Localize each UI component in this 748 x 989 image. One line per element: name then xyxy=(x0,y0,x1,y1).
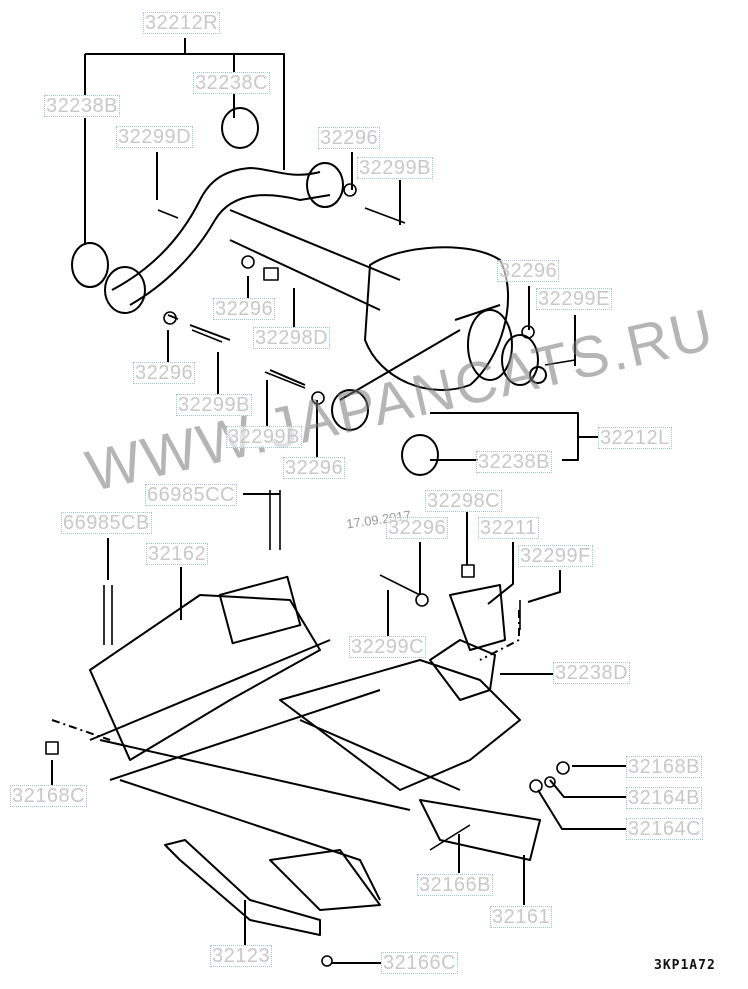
part-label[interactable]: 32238B xyxy=(44,95,120,117)
part-label[interactable]: 32162 xyxy=(146,543,209,565)
part-label[interactable]: 32238C xyxy=(193,72,271,94)
part-label[interactable]: 32296 xyxy=(318,127,381,149)
part-label[interactable]: 32166C xyxy=(381,952,459,974)
part-label[interactable]: 32212R xyxy=(143,12,221,34)
part-label[interactable]: 32238D xyxy=(553,662,631,684)
part-label[interactable]: 32211 xyxy=(478,517,539,539)
part-label[interactable]: 32123 xyxy=(210,945,273,967)
part-label[interactable]: 32166B xyxy=(417,874,493,896)
part-label[interactable]: 32212L xyxy=(598,427,672,449)
bolts-and-nuts xyxy=(45,183,576,967)
part-label[interactable]: 66985CC xyxy=(145,484,238,506)
part-label[interactable]: 32164C xyxy=(626,818,704,840)
part-label[interactable]: 32296 xyxy=(283,457,346,479)
part-label[interactable]: 32296 xyxy=(497,260,560,282)
part-label[interactable]: 32299B xyxy=(226,426,302,448)
part-label[interactable]: 32299F xyxy=(518,545,593,567)
differential xyxy=(167,246,547,476)
part-label[interactable]: 32168B xyxy=(626,756,702,778)
part-label[interactable]: 32299B xyxy=(357,157,433,179)
part-label[interactable]: 32299C xyxy=(349,636,427,658)
part-label[interactable]: 32161 xyxy=(490,906,553,928)
part-label[interactable]: 32168C xyxy=(10,785,88,807)
upper-control-arm xyxy=(71,107,401,314)
leader-lines xyxy=(51,38,626,964)
part-label[interactable]: 32238B xyxy=(476,451,552,473)
part-label[interactable]: 32299D xyxy=(116,126,194,148)
part-label[interactable]: 32298C xyxy=(425,490,503,512)
diagram-code: 3KP1A72 xyxy=(654,958,716,973)
part-label[interactable]: 32296 xyxy=(386,517,449,539)
part-label[interactable]: 32298D xyxy=(253,327,331,349)
part-label[interactable]: 32299E xyxy=(536,288,612,310)
crossmember xyxy=(89,575,541,911)
reinforcement-bar xyxy=(164,839,321,936)
part-label[interactable]: 32164B xyxy=(626,787,702,809)
part-label[interactable]: 66985CB xyxy=(61,512,152,534)
part-label[interactable]: 32299B xyxy=(176,394,252,416)
part-label[interactable]: 32296 xyxy=(213,298,276,320)
part-label[interactable]: 32296 xyxy=(133,362,196,384)
